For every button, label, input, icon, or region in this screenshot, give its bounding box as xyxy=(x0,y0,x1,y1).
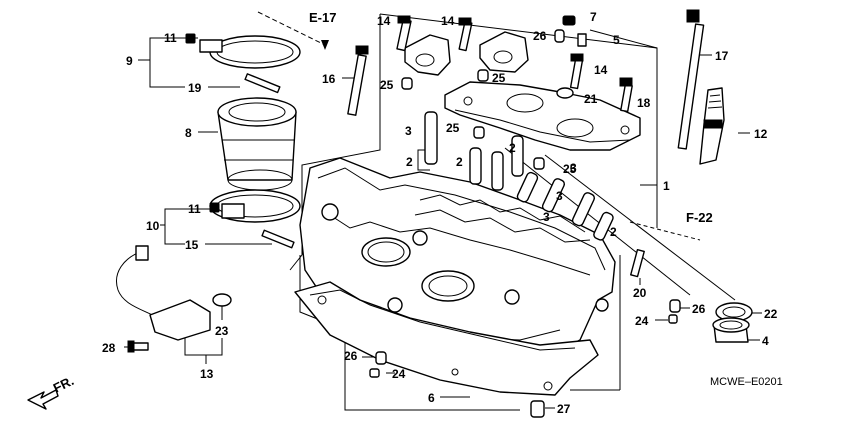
head-gasket xyxy=(294,281,599,396)
bolts-and-dowels xyxy=(127,9,705,418)
insulator-and-clamps xyxy=(185,33,301,223)
valve-guides xyxy=(424,111,614,241)
callout-14: 14 xyxy=(377,14,391,28)
callout-2: 2 xyxy=(456,155,463,169)
callout-3: 3 xyxy=(570,161,577,175)
callout-14: 14 xyxy=(441,14,455,28)
callout-3: 3 xyxy=(543,210,550,224)
callout-9: 9 xyxy=(126,54,133,68)
callout-24: 24 xyxy=(392,367,406,381)
callout-3: 3 xyxy=(556,189,563,203)
callout-4: 4 xyxy=(762,334,769,348)
callout-20: 20 xyxy=(633,286,647,300)
callout-8: 8 xyxy=(185,126,192,140)
callout-2: 2 xyxy=(610,225,617,239)
callout-1: 1 xyxy=(663,179,670,193)
callout-25: 25 xyxy=(492,71,506,85)
cam-caps xyxy=(404,31,529,76)
callout-10: 10 xyxy=(146,219,160,233)
callout-22: 22 xyxy=(764,307,778,321)
callout-21: 21 xyxy=(584,92,598,106)
callout-18: 18 xyxy=(637,96,651,110)
callout-2: 2 xyxy=(406,155,413,169)
callout-26: 26 xyxy=(692,302,706,316)
camshaft-holder xyxy=(444,81,641,151)
callout-28: 28 xyxy=(102,341,116,355)
callout-26: 26 xyxy=(533,29,547,43)
spark-plug xyxy=(699,87,725,165)
sensor-assembly xyxy=(116,245,232,341)
callout-numbers: 1 2 2 2 2 3 3 3 3 4 5 6 7 8 9 10 11 11 1… xyxy=(102,10,778,416)
callout-2: 2 xyxy=(509,141,516,155)
callout-25: 25 xyxy=(446,121,460,135)
callout-25: 25 xyxy=(563,162,577,176)
ref-label-e17: E-17 xyxy=(309,10,336,25)
callout-6: 6 xyxy=(428,391,435,405)
callout-15: 15 xyxy=(185,238,199,252)
callout-11: 11 xyxy=(188,202,201,216)
callout-25: 25 xyxy=(380,78,394,92)
callout-14: 14 xyxy=(594,63,608,77)
callout-16: 16 xyxy=(322,72,336,86)
callout-19: 19 xyxy=(188,81,202,95)
callout-26: 26 xyxy=(344,349,358,363)
callout-5: 5 xyxy=(613,33,620,47)
diagram-code: MCWE–E0201 xyxy=(710,376,783,388)
callout-3: 3 xyxy=(405,124,412,138)
seal-and-ring xyxy=(712,302,753,343)
callout-24: 24 xyxy=(635,314,649,328)
front-direction-arrow: FR. xyxy=(27,373,76,410)
callout-7: 7 xyxy=(590,10,597,24)
callout-12: 12 xyxy=(754,127,768,141)
callout-23: 23 xyxy=(215,324,229,338)
callout-11: 11 xyxy=(164,31,177,45)
ref-arrow-icon xyxy=(321,40,329,50)
callout-17: 17 xyxy=(715,49,729,63)
ref-label-f22: F-22 xyxy=(686,210,713,225)
callout-13: 13 xyxy=(200,367,214,381)
callout-27: 27 xyxy=(557,402,571,416)
